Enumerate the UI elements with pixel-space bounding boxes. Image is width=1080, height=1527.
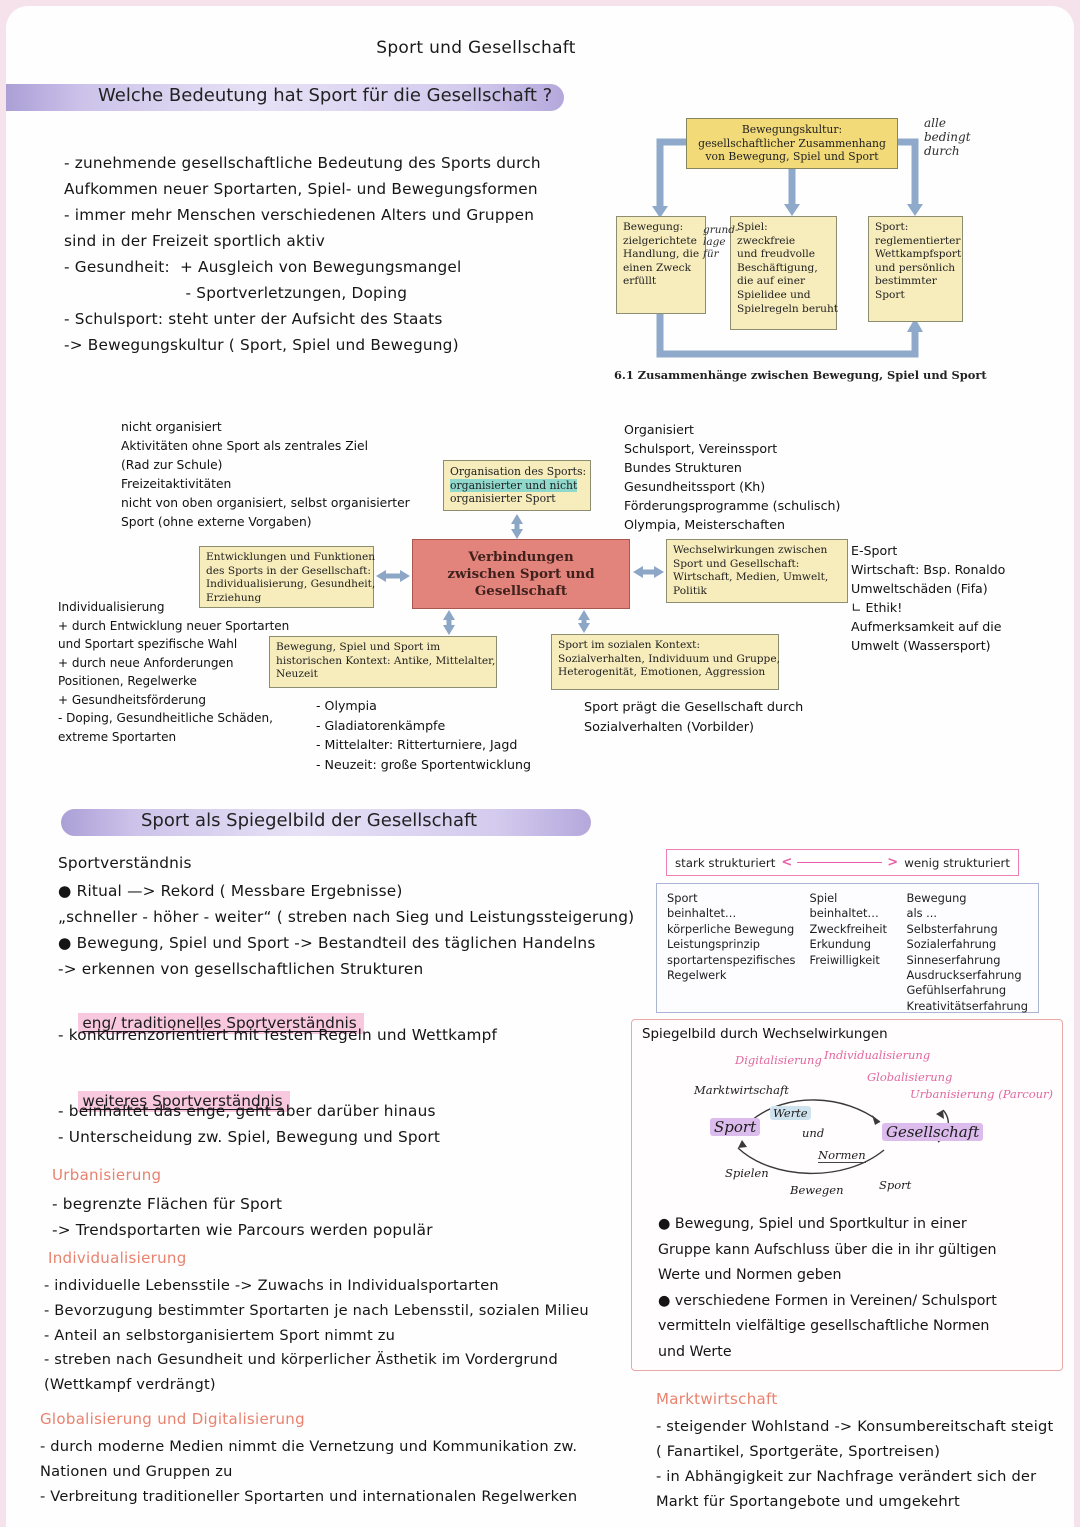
- intro-text: - zunehmende gesellschaftliche Bedeutung…: [64, 154, 541, 354]
- diagram-6-1: Bewegungskultur: gesellschaftlicher Zusa…: [606, 112, 1001, 397]
- weiteres-sportverstaendnis-text: - beinhaltet das enge, geht aber darüber…: [58, 1102, 441, 1146]
- section1-heading-pill: Welche Bedeutung hat Sport für die Gesel…: [6, 84, 564, 111]
- label-bewegen: Bewegen: [790, 1183, 844, 1197]
- label-urbanisierung: Urbanisierung (Parcour): [910, 1087, 1054, 1101]
- sportverstaendnis-text: ● Ritual —> Rekord ( Messbare Ergebnisse…: [58, 882, 635, 978]
- historisch-liste: - Olympia - Gladiatorenkämpfe - Mittelal…: [316, 698, 531, 772]
- sport-spiel-bewegung-table: Sport beinhaltet… körperliche Bewegung L…: [656, 883, 1039, 1013]
- annotation-grundlage-fuer: grund- lage für: [703, 224, 739, 260]
- globalisierung-heading: Globalisierung und Digitalisierung: [40, 1410, 305, 1428]
- label-spielen: Spielen: [725, 1166, 769, 1180]
- historischer-kontext-box: Bewegung, Spiel und Sport im historische…: [269, 636, 497, 688]
- spectrum-right-arrow-icon: >: [887, 855, 899, 870]
- sozial-note: Sport prägt die Gesellschaft durch Sozia…: [584, 700, 804, 735]
- spectrum-line: [797, 862, 883, 863]
- spectrum-left-label: stark strukturiert: [675, 855, 776, 870]
- table-col-bewegung: Bewegung als ... Selbsterfahrung Soziale…: [906, 891, 1028, 1013]
- individualisierung-heading: Individualisierung: [48, 1249, 187, 1267]
- verbindungen-center-box: Verbindungen zwischen Sport und Gesellsc…: [412, 539, 630, 609]
- page-title: Sport und Gesellschaft: [376, 38, 576, 58]
- label-globalisierung: Globalisierung: [867, 1070, 953, 1084]
- eng-sportverstaendnis-heading: eng/ traditionelles Sportverständnis: [58, 994, 364, 1053]
- sportverstaendnis-title: Sportverständnis: [58, 854, 192, 872]
- individualisierung-text: - individuelle Lebensstile -> Zuwachs in…: [44, 1277, 589, 1394]
- wechselwirkungen-box: Wechselwirkungen zwischen Sport und Gese…: [666, 539, 848, 603]
- struktur-spectrum: stark strukturiert < > wenig strukturier…: [666, 849, 1019, 876]
- label-werte: Werte: [770, 1106, 811, 1120]
- organisation-box: Organisation des Sports: organisierter u…: [443, 460, 591, 511]
- label-digitalisierung: Digitalisierung: [735, 1053, 822, 1067]
- esport-notes: E-Sport Wirtschaft: Bsp. Ronaldo Umwelts…: [851, 543, 1006, 653]
- bewegungskultur-box: Bewegungskultur: gesellschaftlicher Zusa…: [686, 118, 898, 169]
- marktwirtschaft-text: - steigender Wohlstand -> Konsumbereitsc…: [656, 1418, 1054, 1510]
- spectrum-right-label: wenig strukturiert: [904, 855, 1010, 870]
- individualisierung-map-notes: Individualisierung + durch Entwicklung n…: [58, 600, 290, 744]
- weiteres-sportverstaendnis-heading: weiteres Sportverständnis: [58, 1072, 290, 1131]
- label-sport-bottom: Sport: [879, 1178, 912, 1192]
- table-col-spiel: Spiel beinhaltet… Zweckfreiheit Erkundun…: [809, 891, 887, 967]
- marktwirtschaft-heading: Marktwirtschaft: [656, 1390, 778, 1408]
- section2-heading: Sport als Spiegelbild der Gesellschaft: [141, 810, 478, 831]
- label-marktwirtschaft: Marktwirtschaft: [694, 1083, 789, 1097]
- nicht-organisiert-notes: nicht organisiert Aktivitäten ohne Sport…: [121, 420, 410, 529]
- organisation-box-line2-highlight: organisierter und nicht: [450, 478, 578, 492]
- organisation-box-line3: organisierter Sport: [450, 492, 556, 506]
- organisation-box-line1: Organisation des Sports:: [450, 465, 587, 478]
- label-normen: Normen: [818, 1148, 866, 1163]
- entwicklungen-box: Entwicklungen und Funktionen des Sports …: [199, 546, 375, 608]
- annotation-alle-bedingt-durch: alle bedingt durch: [924, 116, 971, 158]
- spiel-box: Spiel: zweckfreie und freudvolle Beschäf…: [730, 216, 838, 330]
- label-und: und: [802, 1126, 825, 1140]
- label-individualisierung: Individualisierung: [824, 1048, 931, 1062]
- urbanisierung-heading: Urbanisierung: [52, 1166, 162, 1184]
- organisiert-notes: Organisiert Schulsport, Vereinssport Bun…: [624, 422, 841, 532]
- section2-heading-pill: Sport als Spiegelbild der Gesellschaft: [61, 809, 591, 836]
- eng-sportverstaendnis-text: - konkurrenzorientiert mit festen Regeln…: [58, 1026, 498, 1044]
- table-col-sport: Sport beinhaltet… körperliche Bewegung L…: [667, 891, 796, 983]
- spiegelbild-bullets: ● Bewegung, Spiel und Sportkultur in ein…: [658, 1216, 997, 1360]
- sport-box: Sport: reglementierter Wettkampfsport un…: [868, 216, 963, 322]
- sozialer-kontext-box: Sport im sozialen Kontext: Sozialverhalt…: [551, 634, 780, 690]
- spectrum-left-arrow-icon: <: [781, 855, 793, 870]
- concept-map: nicht organisiert Aktivitäten ohne Sport…: [6, 406, 1074, 801]
- urbanisierung-text: - begrenzte Flächen für Sport -> Trendsp…: [52, 1195, 433, 1239]
- label-sport-left: Sport: [710, 1118, 761, 1136]
- spiegelbild-title: Spiegelbild durch Wechselwirkungen: [642, 1027, 888, 1042]
- section1-heading: Welche Bedeutung hat Sport für die Gesel…: [98, 85, 553, 106]
- diagram-6-1-caption: 6.1 Zusammenhänge zwischen Bewegung, Spi…: [614, 368, 987, 382]
- globalisierung-text: - durch moderne Medien nimmt die Vernetz…: [40, 1438, 578, 1505]
- eng-sportverstaendnis-highlight: eng/ traditionelles Sportverständnis: [78, 1013, 364, 1034]
- label-gesellschaft: Gesellschaft: [882, 1123, 984, 1141]
- notes-page: Sport und Gesellschaft Welche Bedeutung …: [6, 6, 1074, 1527]
- bewegung-box: Bewegung: zielgerichtete Handlung, die e…: [616, 216, 706, 314]
- spiegelbild-box: Spiegelbild durch Wechselwirkungen Digit…: [631, 1019, 1063, 1371]
- weiteres-sportverstaendnis-highlight: weiteres Sportverständnis: [78, 1091, 290, 1112]
